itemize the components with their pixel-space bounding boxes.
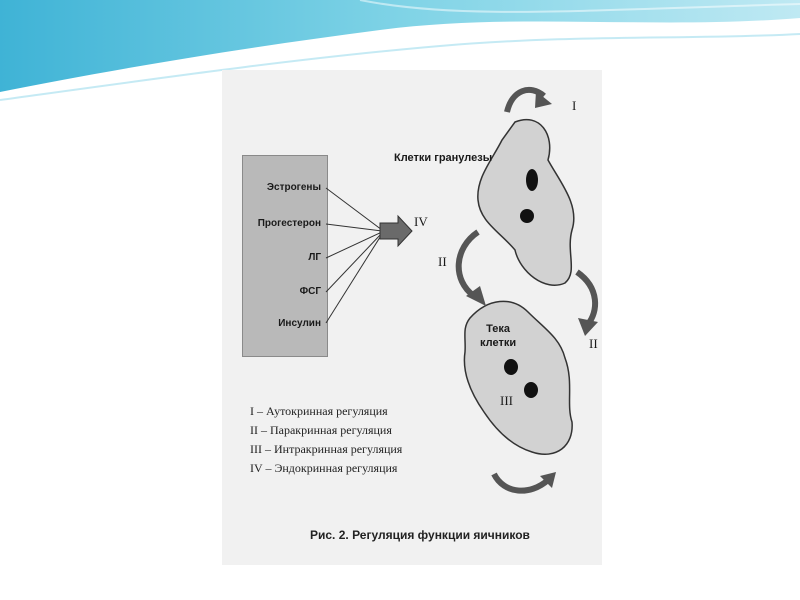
granulosa-cell [477,119,575,286]
hormone-estrogens: Эстрогены [266,182,321,193]
convergence-lines [325,187,383,324]
label-roman-iv: IV [414,214,428,229]
label-roman-ii-left: II [438,254,447,269]
label-roman-iii: III [500,393,513,408]
label-roman-ii-right: II [589,336,598,351]
figure-caption: Рис. 2. Регуляция функции яичников [310,528,530,542]
granulosa-nucleus-2 [520,209,534,223]
decorative-wave-header [0,0,800,101]
autocrine-loop-top [504,86,552,113]
paracrine-arrow-right [575,269,599,336]
theca-cell [463,300,573,455]
legend-item-paracrine: II – Паракринная регуляция [250,423,392,437]
hormone-list-box: Эстрогены Прогестерон ЛГ ФСГ Инсулин [242,155,328,357]
endocrine-arrow [379,214,413,248]
hormone-insulin: Инсулин [278,318,321,329]
granulosa-nucleus-1 [526,169,538,191]
legend-item-autocrine: I – Аутокринная регуляция [250,404,388,418]
hormone-fsh: ФСГ [299,286,321,297]
label-roman-i: I [572,98,577,113]
legend-item-endocrine: IV – Эндокринная регуляция [250,461,398,475]
label-granulosa-cells: Клетки гранулезы [394,152,493,164]
hormone-progesterone: Прогестерон [257,218,321,229]
hormone-lh: ЛГ [308,252,321,263]
legend: I – Аутокринная регуляция II – Паракринн… [250,402,402,478]
label-theca-cells: Тека клетки [480,323,517,349]
paracrine-arrow-left [455,229,486,306]
autocrine-loop-bottom [491,472,556,494]
theca-nucleus-1 [504,359,518,375]
theca-nucleus-2 [524,382,538,398]
legend-item-intracrine: III – Интракринная регуляция [250,442,403,456]
